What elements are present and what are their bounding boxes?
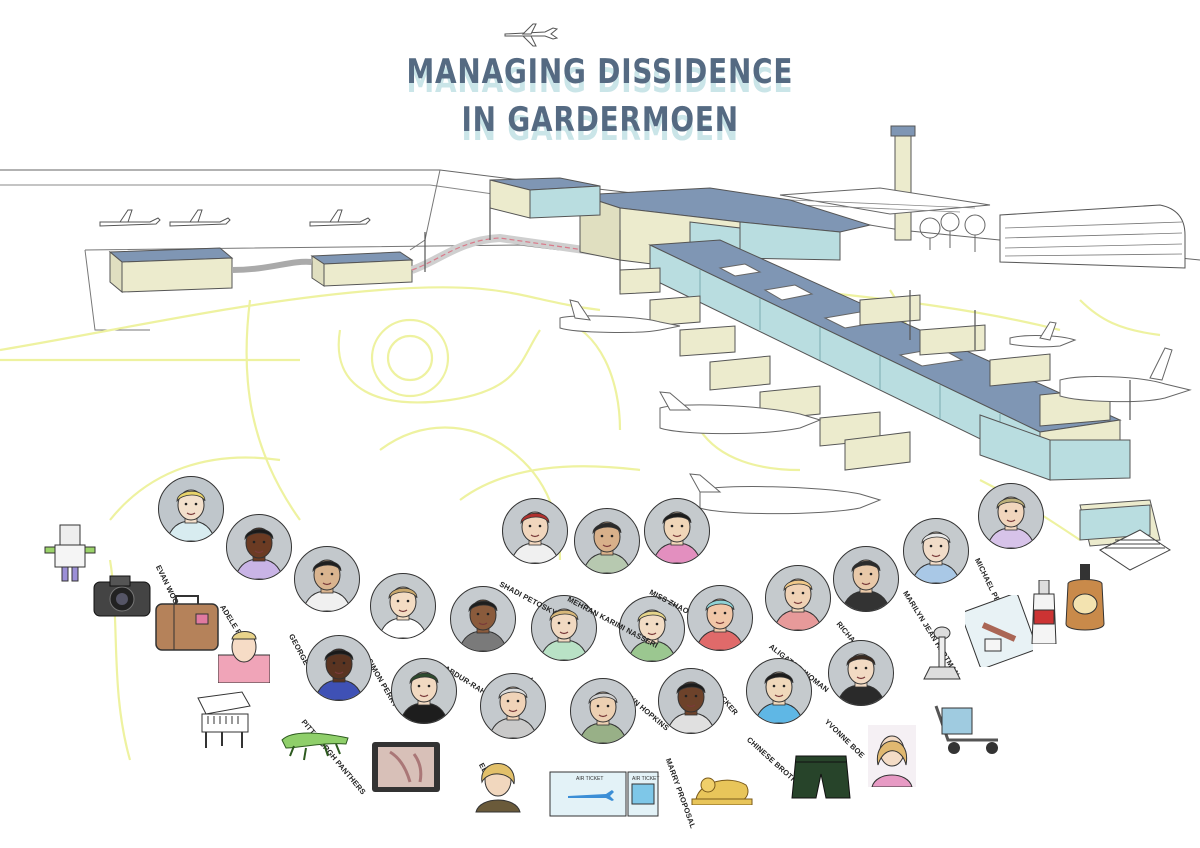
portrait-richard-dunn: [833, 546, 899, 612]
portrait-shadi-petosky: [502, 498, 568, 564]
portrait-levi: [531, 595, 597, 661]
suitcase-icon: [150, 590, 225, 655]
camera-icon: [90, 570, 154, 620]
astronaut-toy-icon: [40, 515, 100, 585]
vodka-bottle-icon: [1028, 579, 1060, 645]
terminal-upper-pier: [489, 177, 601, 219]
portrait-edu: [480, 673, 546, 739]
parking-structure: [779, 187, 991, 215]
plane-icon: [504, 23, 559, 47]
portrait-michael-persson: [978, 483, 1044, 549]
terminal-planes: [559, 299, 1192, 515]
hangar-middle: [310, 251, 414, 287]
portrait-miss-zhao: [644, 498, 710, 564]
joystick-icon: [920, 625, 964, 689]
portrait-yvonne-boe: [828, 640, 894, 706]
tiger-figurine-icon: [690, 765, 754, 806]
control-tower: [890, 125, 916, 241]
hangar-left: [108, 247, 234, 294]
food-tray-icon: [961, 593, 1037, 669]
ticket-label: AIR TICKET: [576, 776, 603, 782]
crocodile-icon: [280, 718, 350, 766]
boarding-stairs: [1099, 529, 1171, 571]
luggage-trolley-icon: [928, 700, 1008, 760]
title-line-2: IN GARDERMOEN IN GARDERMOEN: [461, 100, 739, 149]
hotel-building: [999, 204, 1186, 269]
portrait-adele-fan: [226, 514, 292, 580]
portrait-juan: [570, 678, 636, 744]
title-line-1: MANAGING DISSIDENCE MANAGING DISSIDENCE: [406, 52, 794, 101]
air-ticket-icon: AIR TICKET AIR TICKET: [548, 770, 660, 818]
portrait-simon-perry: [370, 573, 436, 639]
piano-icon: [192, 688, 254, 750]
portrait-ren-becker: [687, 585, 753, 651]
portrait-adele-fan: [391, 658, 457, 724]
parked-planes: [99, 209, 371, 227]
ticket-label: AIR TICKET: [632, 776, 659, 782]
portrait-abdur-rahim-jackson: [450, 586, 516, 652]
portrait-carolyn-hopkins: [619, 596, 685, 662]
tablet-icon: [370, 738, 442, 796]
portrait-george-penole: [294, 546, 360, 612]
woman-portrait-icon: [470, 752, 526, 814]
portrait-aligator-woman: [765, 565, 831, 631]
portrait-chinese-brothers: [746, 658, 812, 724]
portrait-evan-wood: [158, 476, 224, 542]
shorts-icon: [790, 752, 852, 806]
light-poles: [424, 200, 1131, 420]
portrait-marry-proposal: [658, 668, 724, 734]
trees: [919, 212, 986, 252]
portrait-marilyn-jean-hartman: [903, 518, 969, 584]
portrait-mehran-karimi-nasseri: [574, 508, 640, 574]
liquor-bottle-icon: [1062, 564, 1108, 634]
blonde-woman-icon: [868, 725, 916, 788]
boy-portrait-icon: [217, 625, 271, 684]
portrait-pittsburgh-panthers: [306, 635, 372, 701]
